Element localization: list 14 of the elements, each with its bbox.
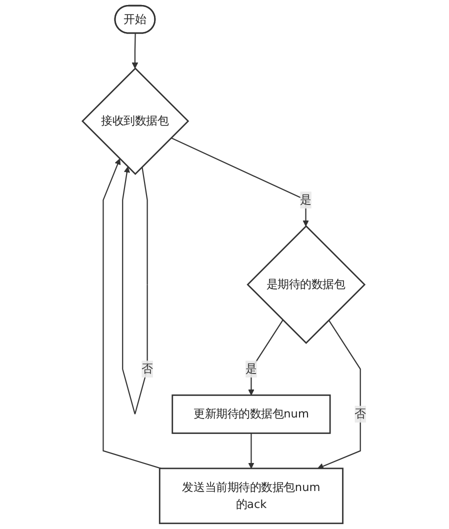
edge-label: 是 [246,362,258,376]
edge-label: 是 [300,193,312,206]
arrow [171,137,310,226]
arrow [122,166,148,414]
arrow [318,320,362,470]
arrow [132,33,138,69]
edge-label: 否 [354,407,366,421]
arrow [248,433,255,469]
node-diamond: 是期待的数据包 [246,225,366,344]
arrow [102,158,162,469]
node-diamond: 接收到数据包 [82,67,190,175]
node-box: 发送当前期待的数据包num的ack [159,468,344,524]
node-box: 更新期待的数据包num [172,394,332,434]
edge-label: 否 [142,362,154,376]
